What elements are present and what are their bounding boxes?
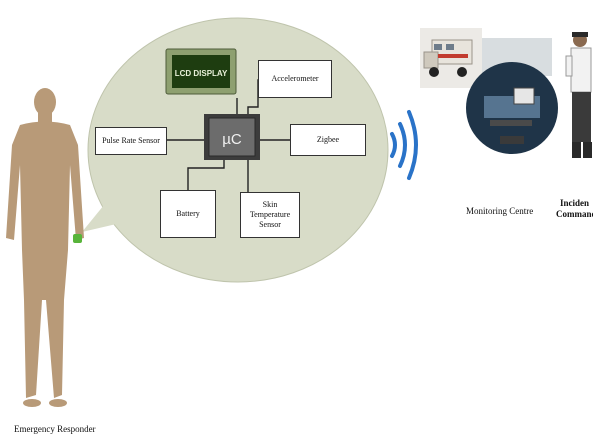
incident-commander-label: Inciden Command (556, 198, 593, 220)
zigbee-label: Zigbee (316, 135, 340, 144)
pulse-rate-sensor-box: Pulse Rate Sensor (95, 127, 167, 155)
lcd-display-component: LCD DISPLAY (165, 48, 237, 95)
emergency-responder-label: Emergency Responder (14, 424, 96, 434)
monitoring-centre-label: Monitoring Centre (466, 206, 534, 216)
mcu-label: µC (222, 131, 242, 148)
ambulance-icon (420, 28, 482, 88)
incident-commander-figure (565, 32, 592, 158)
incident-commander-line-1: Inciden (560, 198, 590, 208)
lcd-display-label: LCD DISPLAY (175, 69, 228, 78)
incident-commander-line-2: Command (556, 209, 593, 219)
skin-temp-label-line-2: Temperature (249, 210, 291, 219)
monitoring-centre-icon (466, 38, 558, 154)
microcontroller-chip: µC (204, 114, 260, 160)
wireless-signal-icon (390, 110, 418, 180)
battery-box: Battery (160, 190, 216, 238)
emergency-responder-figure (6, 88, 84, 407)
zigbee-box: Zigbee (290, 124, 366, 156)
accelerometer-box: Accelerometer (258, 60, 332, 98)
skin-temp-label-line-3: Sensor (259, 220, 281, 229)
skin-temperature-sensor-box: Skin Temperature Sensor (240, 192, 300, 238)
connection-lines (166, 79, 292, 193)
accelerometer-label: Accelerometer (271, 74, 319, 83)
skin-temp-label-line-1: Skin (262, 200, 278, 209)
wristband-icon (73, 234, 82, 243)
battery-label: Battery (176, 209, 200, 218)
pulse-rate-sensor-label: Pulse Rate Sensor (102, 136, 160, 145)
